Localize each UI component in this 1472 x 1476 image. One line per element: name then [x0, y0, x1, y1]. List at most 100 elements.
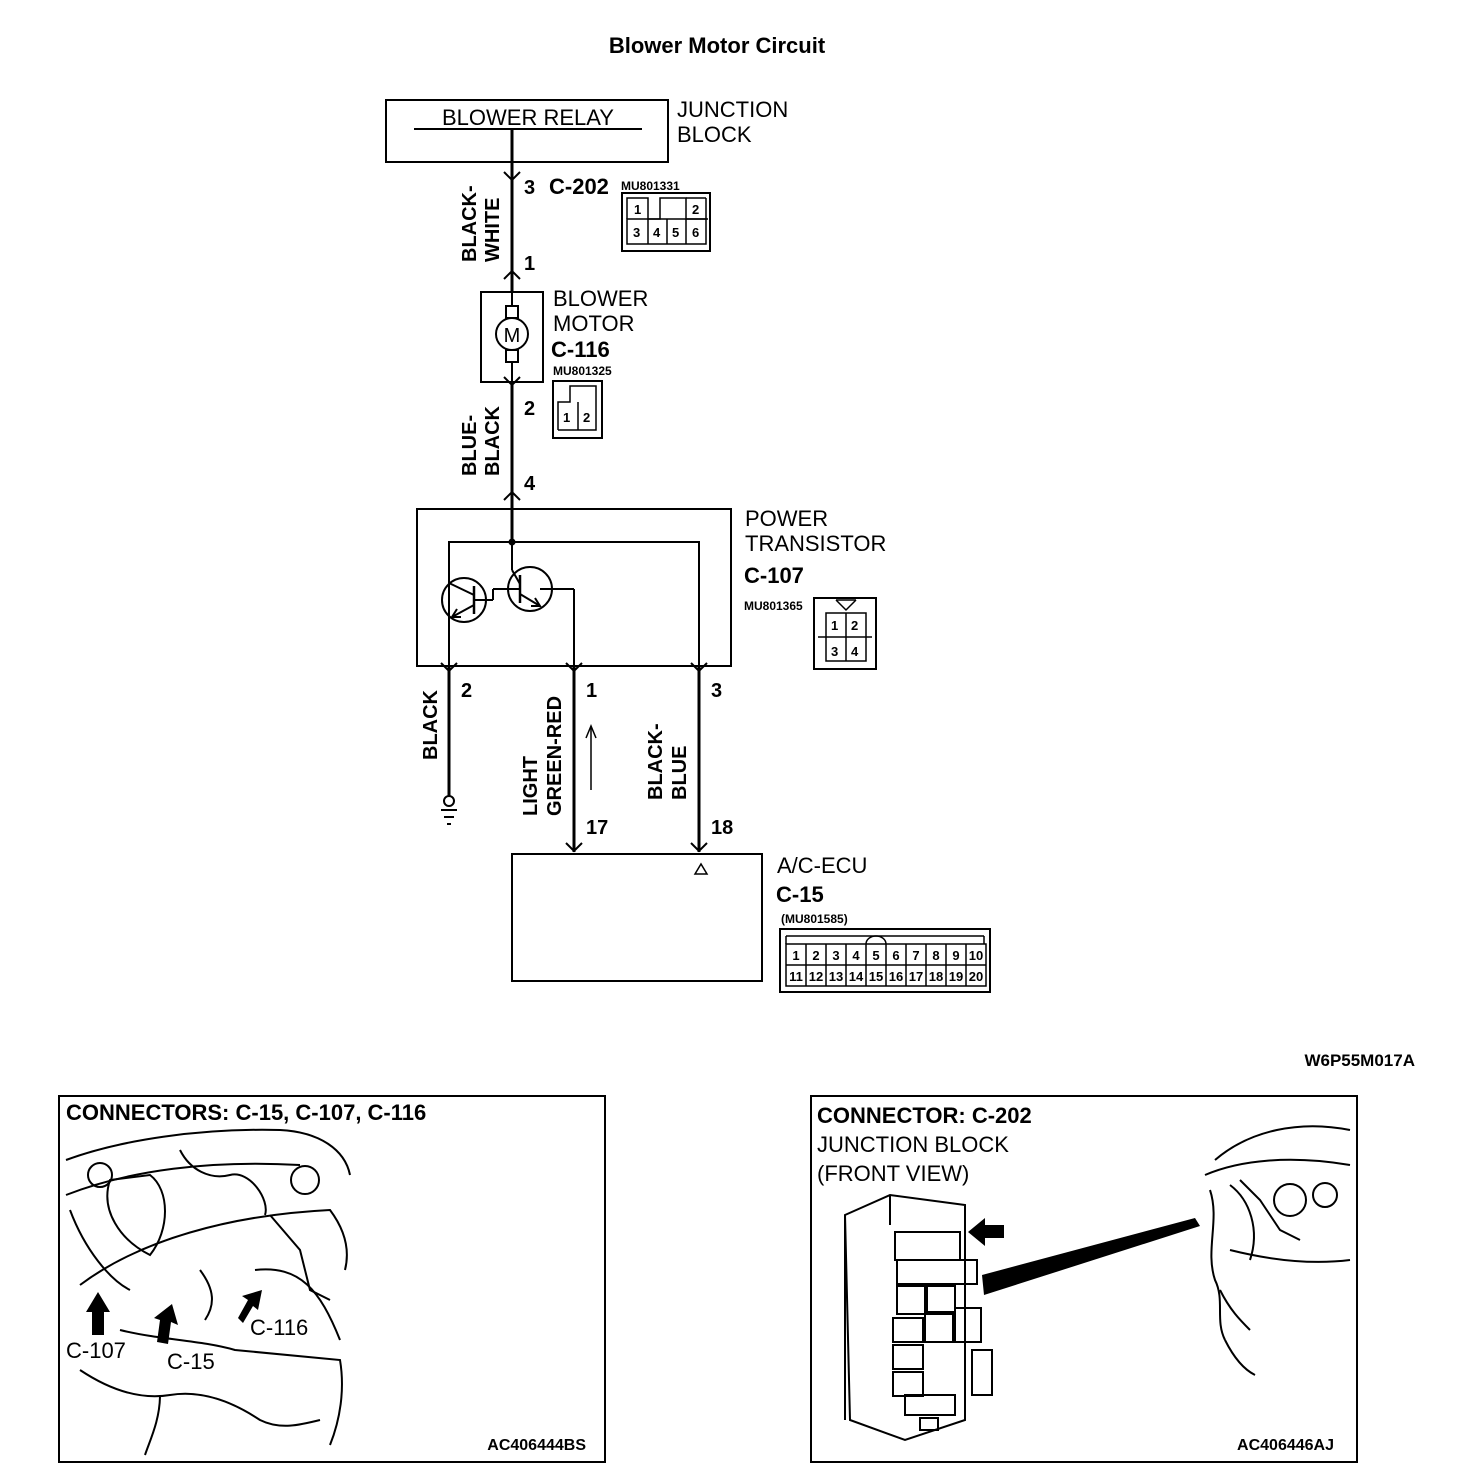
zoom-pointer-wedge: [982, 1218, 1200, 1295]
c15-pin-bottom-5: 16: [889, 969, 903, 984]
c15-pin-bottom-9: 20: [969, 969, 983, 984]
c202-pin-top-0: 1: [634, 202, 641, 217]
c202-location-arrow-icon: [968, 1218, 1004, 1246]
wire-black-blue: [690, 662, 708, 853]
panel-right-title: CONNECTOR: C-202: [817, 1103, 1032, 1128]
junction-label-1: JUNCTION: [677, 97, 788, 122]
figure-code: W6P55M017A: [1304, 1051, 1415, 1070]
wire-label-black-white-1: BLACK-: [459, 185, 481, 262]
c15-pin-top-0: 1: [792, 948, 799, 963]
dashboard-detail-illustration: [1204, 1125, 1351, 1376]
c15-pin-bottom-3: 14: [849, 969, 864, 984]
panel-right-line2: JUNCTION BLOCK: [817, 1132, 1009, 1157]
c202-label: C-202: [549, 174, 609, 199]
c107-pin-bottom-0: 3: [831, 644, 838, 659]
c202-connector-diagram: [621, 192, 711, 252]
c107-connector-diagram: [813, 597, 877, 670]
c15-pin-bottom-0: 11: [789, 969, 803, 984]
wire-label-black-blue-2: BLUE: [669, 746, 691, 800]
callout-c107: C-107: [66, 1338, 126, 1363]
c15-pin-bottom-6: 17: [909, 969, 923, 984]
c15-pin-top-9: 10: [969, 948, 983, 963]
panel-right-line3: (FRONT VIEW): [817, 1161, 969, 1186]
c15-pin-top-2: 3: [832, 948, 839, 963]
c107-pin-bottom-1: 4: [851, 644, 859, 659]
c202-pin-bottom-2: 5: [672, 225, 679, 240]
wire-label-blue-black-1: BLUE-: [459, 415, 481, 476]
c15-part-no: (MU801585): [781, 912, 848, 926]
wire-blue-black: [503, 376, 521, 542]
c15-label: C-15: [776, 882, 824, 907]
pin-jb-3: 3: [524, 177, 535, 199]
junction-block-box: [385, 99, 669, 163]
c116-part-no: MU801325: [553, 364, 612, 378]
junction-block-illustration: [843, 1193, 993, 1442]
wire-label-black: BLACK: [420, 689, 442, 760]
pin-motor-2: 2: [524, 398, 535, 420]
ac-ecu-label: A/C-ECU: [777, 853, 867, 878]
c15-pin-top-3: 4: [852, 948, 860, 963]
c116-pin-0: 1: [563, 410, 570, 425]
callout-c15: C-15: [167, 1349, 215, 1374]
power-transistor-label-1: POWER: [745, 506, 828, 531]
panel-right-code: AC406446AJ: [1237, 1437, 1334, 1454]
c15-pin-top-7: 8: [932, 948, 939, 963]
c15-pin-bottom-2: 13: [829, 969, 843, 984]
c202-pin-bottom-0: 3: [633, 225, 640, 240]
pin-transistor-3: 3: [711, 680, 722, 702]
diagram-title: Blower Motor Circuit: [609, 33, 826, 58]
c107-pin-top-1: 2: [851, 618, 858, 633]
junction-label-2: BLOCK: [677, 122, 752, 147]
c202-part-no: MU801331: [621, 179, 680, 193]
wire-label-light-green-red-1: LIGHT: [520, 756, 542, 816]
ground-reference-triangle-icon: [693, 862, 709, 875]
dashboard-illustration: [65, 1128, 351, 1456]
power-transistor-internals: [441, 538, 700, 666]
wire-label-light-green-red-2: GREEN-RED: [544, 696, 566, 816]
pin-ecu-18: 18: [711, 817, 733, 839]
location-arrows: [86, 1290, 262, 1344]
panel-left-code: AC406444BS: [487, 1437, 586, 1454]
c202-pin-bottom-1: 4: [653, 225, 661, 240]
c116-label: C-116: [551, 337, 610, 362]
c202-pin-bottom-3: 6: [692, 225, 699, 240]
wire-black-white: [503, 129, 521, 292]
ac-ecu-box: [511, 853, 763, 982]
pin-ecu-17: 17: [586, 817, 608, 839]
c116-pin-1: 2: [583, 410, 590, 425]
c15-pin-bottom-1: 12: [809, 969, 823, 984]
c15-pin-top-5: 6: [892, 948, 899, 963]
wire-black-ground: [440, 662, 458, 825]
c202-pin-top-2: 2: [692, 202, 699, 217]
power-transistor-label-2: TRANSISTOR: [745, 531, 886, 556]
panel-left-title: CONNECTORS: C-15, C-107, C-116: [66, 1100, 426, 1125]
c15-connector-diagram: [779, 928, 991, 993]
c15-pin-bottom-8: 19: [949, 969, 963, 984]
pin-transistor-1: 1: [586, 680, 597, 702]
c15-pin-top-1: 2: [812, 948, 819, 963]
c15-pin-top-6: 7: [912, 948, 919, 963]
pin-transistor-2: 2: [461, 680, 472, 702]
motor-symbol-m: M: [504, 325, 521, 347]
c15-pin-top-4: 5: [872, 948, 879, 963]
panel-right-box: [810, 1095, 1358, 1463]
c107-part-no: MU801365: [744, 599, 803, 613]
blower-motor-label-1: BLOWER: [553, 286, 648, 311]
blower-motor-label-2: MOTOR: [553, 311, 634, 336]
blower-relay-label: BLOWER RELAY: [442, 105, 614, 130]
c107-pin-top-0: 1: [831, 618, 838, 633]
c15-pin-bottom-4: 15: [869, 969, 883, 984]
wire-label-black-white-2: WHITE: [482, 198, 504, 262]
pin-motor-1: 1: [524, 253, 535, 275]
wire-label-blue-black-2: BLACK: [482, 405, 504, 476]
c15-pin-bottom-7: 18: [929, 969, 943, 984]
pin-transistor-4: 4: [524, 473, 536, 495]
c15-pin-labels: 1 2 3 4 5 6 7 8 9 10 11 12 13 14 15 16 1…: [789, 948, 983, 984]
panel-left-box: [58, 1095, 606, 1463]
c107-label: C-107: [744, 563, 804, 588]
c116-connector-diagram: [552, 380, 603, 439]
wire-light-green-red: [565, 662, 597, 853]
c15-pin-top-8: 9: [952, 948, 959, 963]
wire-label-black-blue-1: BLACK-: [645, 723, 667, 800]
